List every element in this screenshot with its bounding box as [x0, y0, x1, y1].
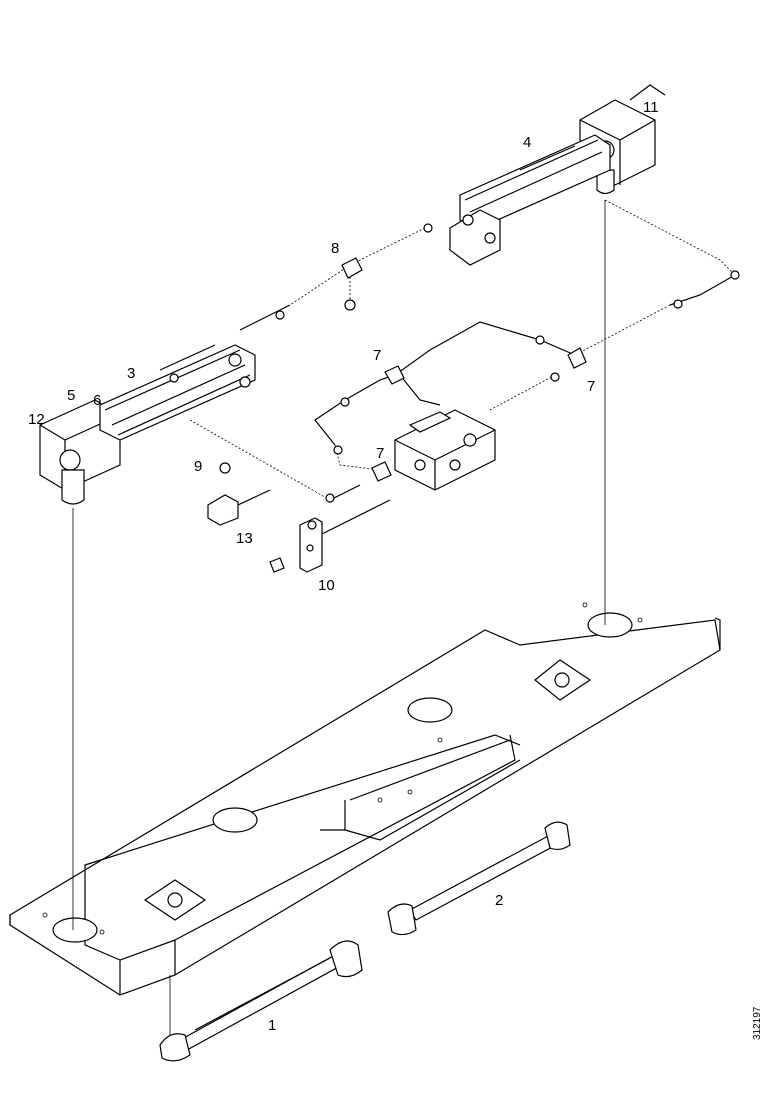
label-4: 4 [523, 134, 531, 151]
label-7c: 7 [376, 445, 384, 462]
part-labels: 1 2 3 4 5 6 7 7 7 8 9 10 11 12 13 [28, 99, 659, 1034]
label-12: 12 [28, 411, 45, 428]
label-3: 3 [127, 365, 135, 382]
tie-rod-1 [159, 940, 363, 1062]
mounting-plate [9, 602, 721, 996]
label-7a: 7 [373, 347, 381, 364]
tie-rod-2 [387, 821, 571, 936]
left-cylinder-assembly [39, 344, 256, 505]
label-13: 13 [236, 530, 253, 547]
label-8: 8 [331, 240, 339, 257]
right-cylinder-assembly [449, 84, 666, 266]
alignment-lines [72, 200, 606, 1035]
label-1: 1 [268, 1017, 276, 1034]
label-11: 11 [643, 99, 659, 116]
label-2: 2 [495, 892, 503, 909]
label-9: 9 [194, 458, 202, 475]
label-7b: 7 [587, 378, 595, 395]
fittings [275, 223, 740, 503]
label-10: 10 [318, 577, 335, 594]
valve-block [394, 409, 496, 491]
bracket-part-10 [269, 517, 323, 573]
label-6: 6 [93, 392, 101, 409]
reference-code: 312197 [752, 1006, 763, 1040]
label-5: 5 [67, 387, 75, 404]
bracket-part-13 [207, 462, 271, 526]
